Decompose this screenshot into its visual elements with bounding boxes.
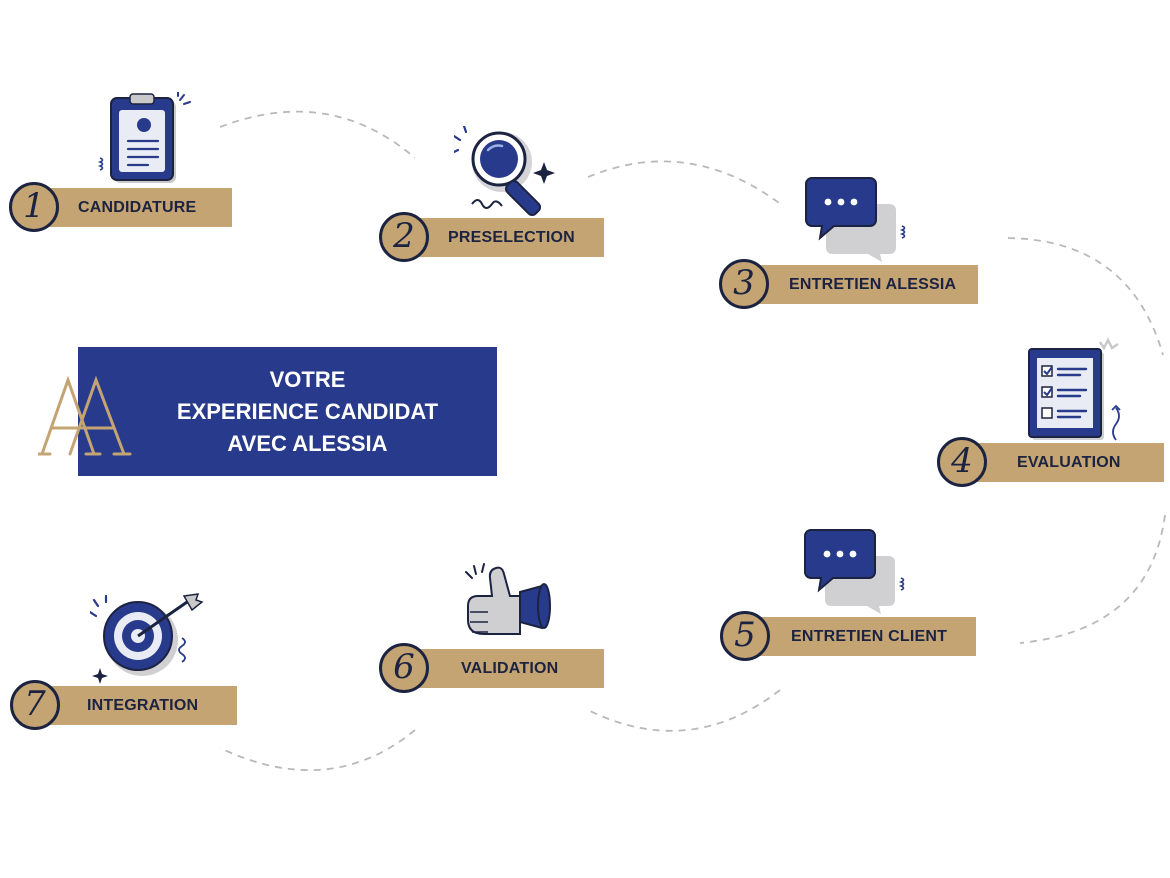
- title-banner: VOTRE EXPERIENCE CANDIDAT AVEC ALESSIA: [78, 347, 497, 476]
- step-6-label: VALIDATION: [461, 659, 559, 677]
- step-3-label-band: ENTRETIEN ALESSIA: [745, 265, 978, 304]
- clipboard-icon: [98, 92, 191, 183]
- step-3-number-badge: 3: [719, 259, 769, 309]
- step-1-number: 1: [23, 186, 45, 226]
- step-1-label-band: CANDIDATURE: [34, 188, 232, 227]
- connector-4-5: [1019, 514, 1166, 644]
- step-2-label: PRESELECTION: [448, 228, 575, 246]
- step-2-label-band: PRESELECTION: [405, 218, 604, 257]
- magnifier-icon: [454, 126, 555, 217]
- step-7-label: INTEGRATION: [87, 696, 199, 714]
- connector-3-4: [1007, 237, 1164, 356]
- step-7-label-band: INTEGRATION: [36, 686, 237, 725]
- step-4-label-band: EVALUATION: [964, 443, 1164, 482]
- target-icon: [90, 593, 204, 684]
- step-5-number-badge: 5: [720, 611, 770, 661]
- chat-bubbles-icon: [805, 177, 906, 262]
- checklist-icon: [1028, 337, 1121, 441]
- step-5-number: 5: [734, 615, 756, 655]
- step-4-number-badge: 4: [937, 437, 987, 487]
- title-line-1: VOTRE: [269, 366, 346, 392]
- step-4-label: EVALUATION: [1017, 453, 1121, 471]
- step-2-number: 2: [393, 216, 415, 256]
- step-6-number-badge: 6: [379, 643, 429, 693]
- step-5-label: ENTRETIEN CLIENT: [791, 627, 948, 645]
- connector-1-2: [219, 110, 416, 159]
- thumbs-up-icon: [465, 563, 551, 635]
- title-line-2: EXPERIENCE CANDIDAT: [176, 398, 439, 424]
- connector-6-7: [219, 729, 416, 771]
- step-6-number: 6: [393, 647, 415, 687]
- step-1-label: CANDIDATURE: [78, 198, 197, 216]
- step-7-number-badge: 7: [10, 680, 60, 730]
- step-3-number: 3: [733, 263, 755, 303]
- chat-bubbles-icon: [804, 529, 905, 614]
- title-line-3: AVEC ALESSIA: [227, 430, 388, 456]
- connector-2-3: [587, 160, 784, 207]
- alessia-logo: [38, 375, 132, 456]
- step-3-label: ENTRETIEN ALESSIA: [789, 275, 957, 293]
- step-5-label-band: ENTRETIEN CLIENT: [746, 617, 976, 656]
- connector-5-6: [587, 689, 781, 732]
- step-2-number-badge: 2: [379, 212, 429, 262]
- step-6-label-band: VALIDATION: [405, 649, 604, 688]
- step-1-number-badge: 1: [9, 182, 59, 232]
- step-4-number: 4: [951, 441, 973, 481]
- step-7-number: 7: [24, 684, 46, 724]
